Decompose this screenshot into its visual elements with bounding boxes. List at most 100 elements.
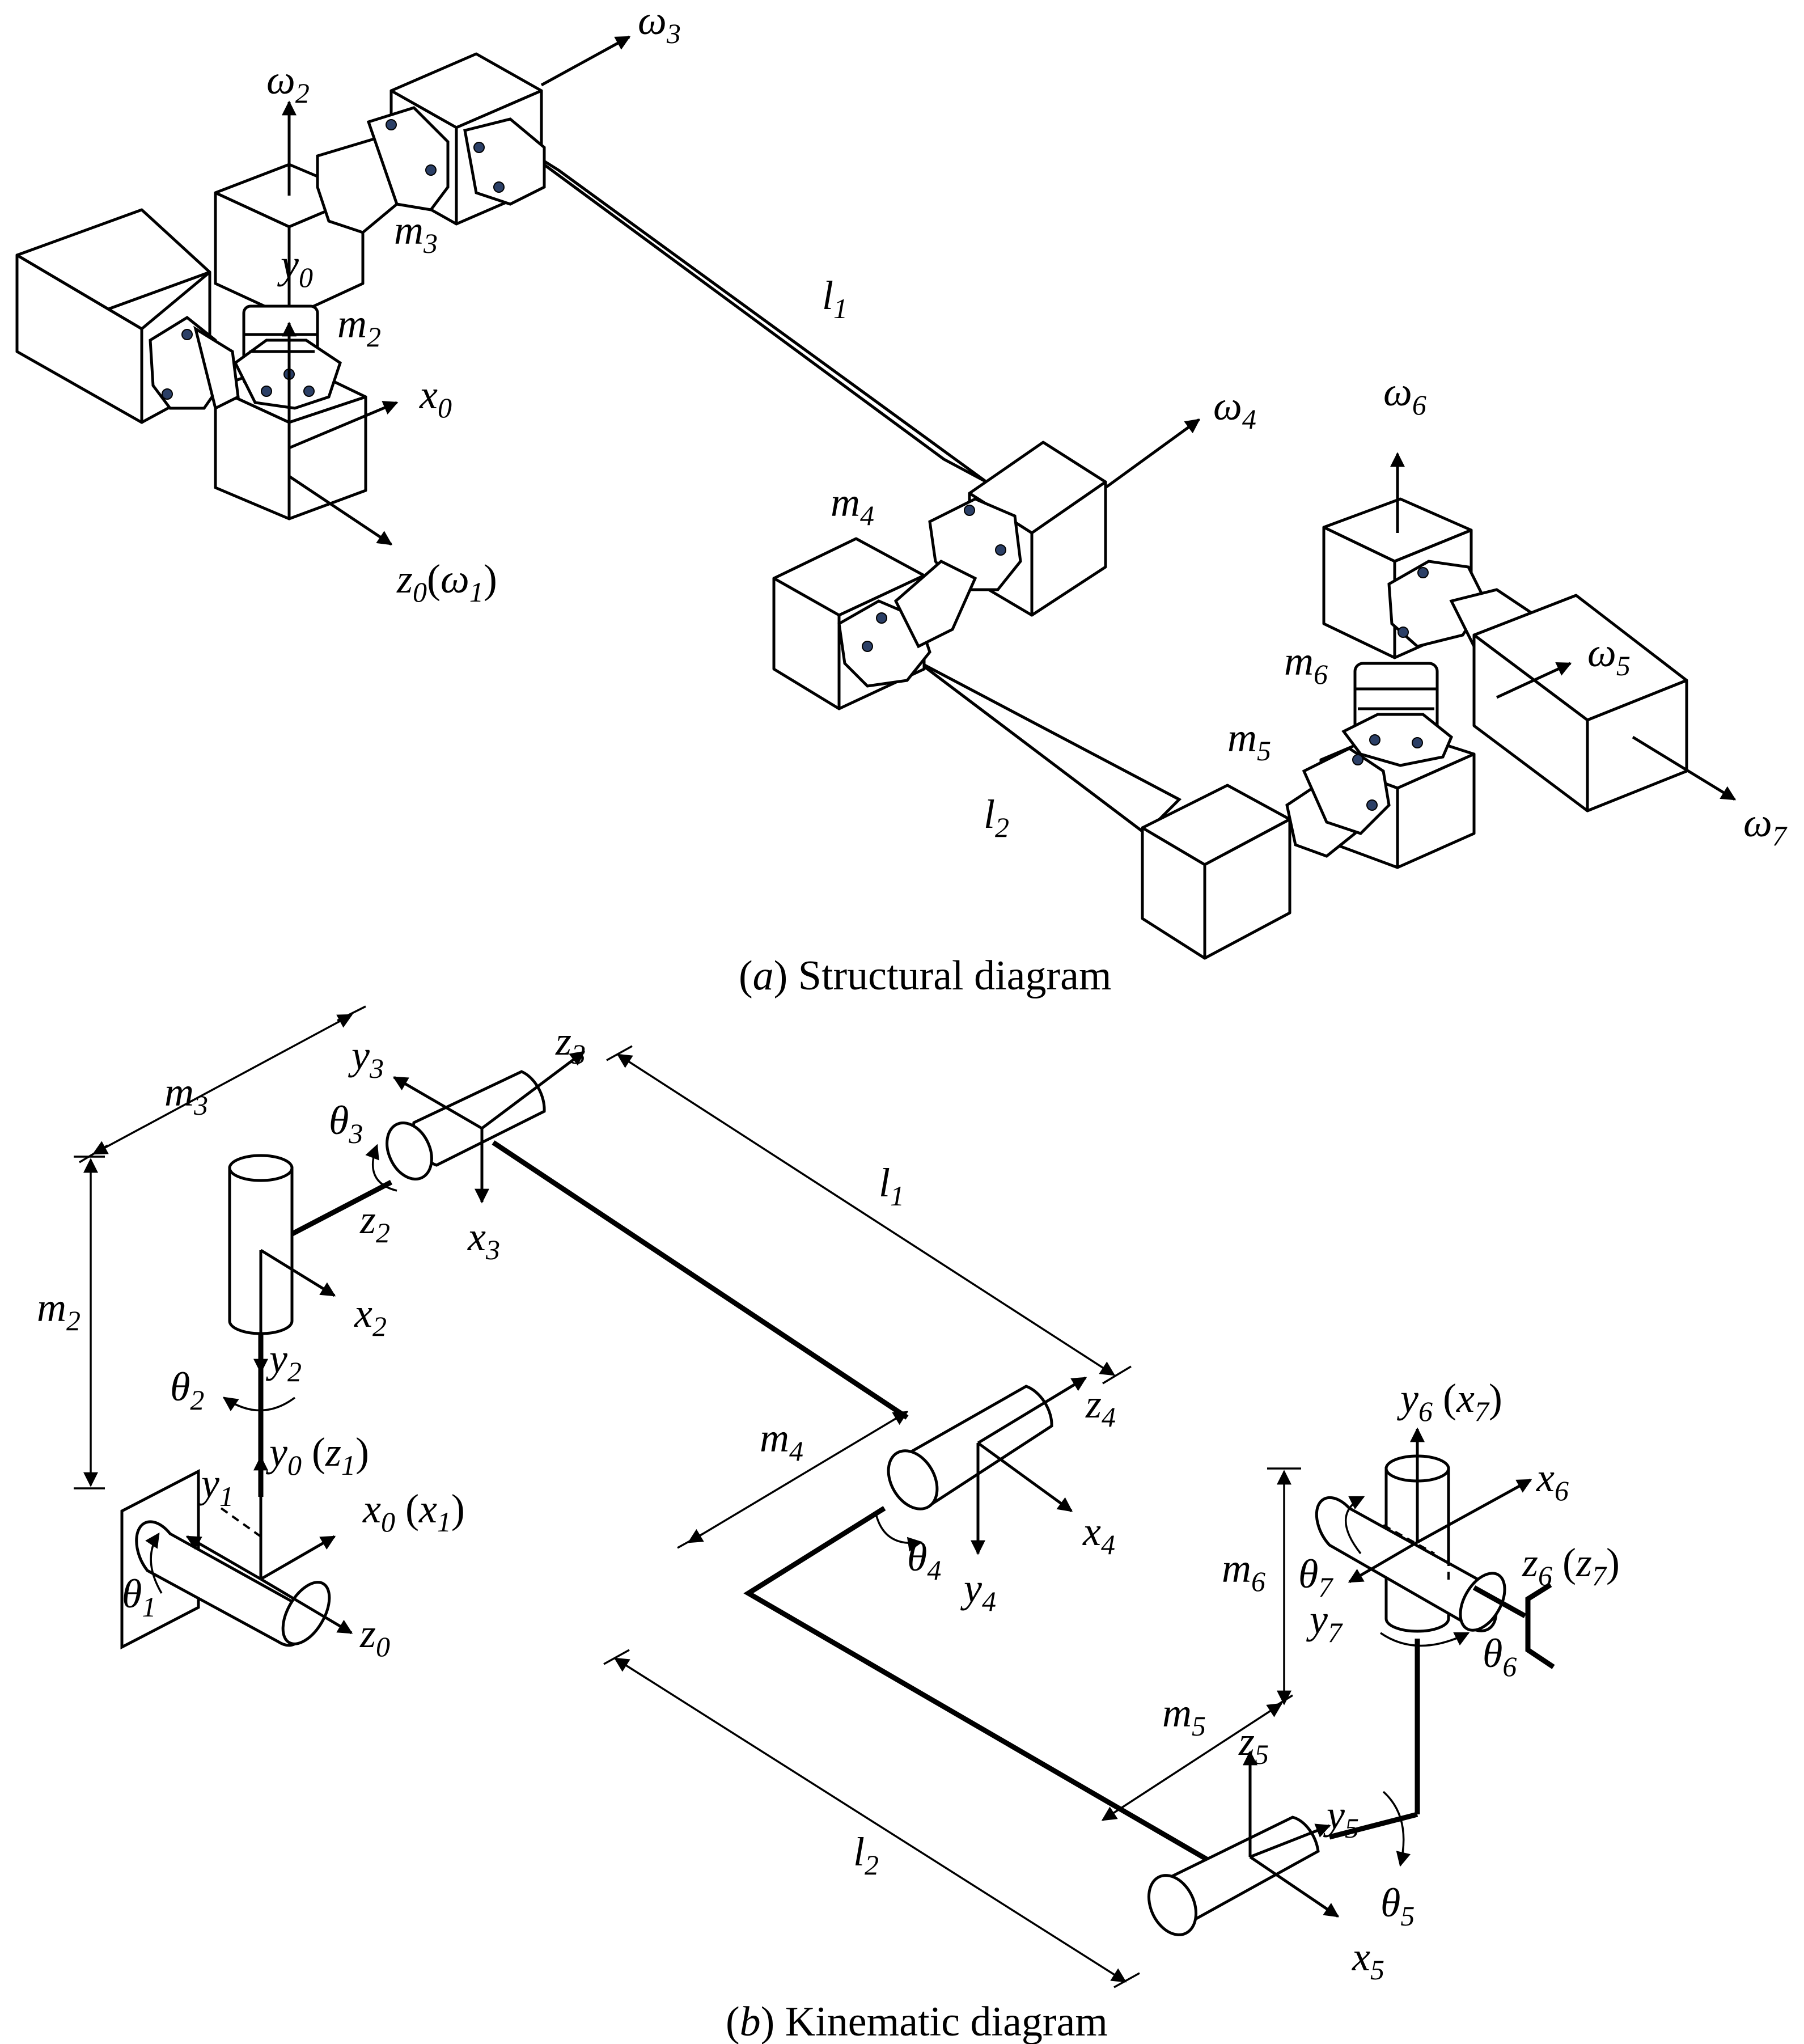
label-k-x0x1: x0 (x1)	[362, 1486, 465, 1538]
label-k-l2: l2	[853, 1829, 879, 1881]
label-k-l1: l1	[879, 1160, 904, 1212]
label-k-theta3: θ3	[329, 1098, 363, 1149]
label-m6: m6	[1284, 638, 1328, 690]
x0-axis-arrow-k	[260, 1535, 336, 1581]
label-k-z4: z4	[1085, 1381, 1116, 1433]
label-k-m3: m3	[164, 1069, 208, 1121]
label-k-z0: z0	[359, 1611, 390, 1662]
label-k-y4: y4	[960, 1565, 996, 1617]
label-k-y6x7: y6 (x7)	[1396, 1376, 1502, 1427]
label-k-y2: y2	[265, 1336, 302, 1387]
joint5-cylinder	[1147, 1750, 1411, 1936]
y7-axis-arrow	[1348, 1541, 1418, 1584]
joint-m5	[1285, 747, 1391, 858]
label-k-theta5: θ5	[1380, 1880, 1415, 1932]
omega5-axis-arrow	[1496, 662, 1572, 699]
link-l1-rod	[512, 140, 988, 484]
joint67-cylinders	[1315, 1427, 1555, 1669]
joint4-cylinder	[875, 1376, 1087, 1555]
label-k-y3: y3	[348, 1032, 384, 1084]
label-omega3: ω3	[638, 0, 681, 49]
link-l2-rod	[889, 639, 1182, 836]
x4-axis-arrow	[977, 1441, 1073, 1513]
z3-axis-arrow	[481, 1051, 586, 1129]
label-k-x5: x5	[1352, 1934, 1384, 1986]
label-k-x6: x6	[1536, 1455, 1569, 1506]
y3-axis-arrow	[392, 1076, 483, 1130]
dim-m3	[92, 1014, 353, 1155]
label-k-theta2: θ2	[170, 1364, 204, 1416]
label-m3: m3	[394, 208, 438, 259]
theta6-rotation-arrow	[1380, 1632, 1470, 1647]
label-k-theta1: θ1	[122, 1571, 156, 1623]
caption-b: (b) Kinematic diagram	[726, 1999, 1108, 2044]
link-y5	[1328, 1812, 1418, 1840]
end-effector-gripper	[1525, 1582, 1555, 1669]
joint-left	[149, 315, 240, 411]
label-k-m6: m6	[1222, 1546, 1265, 1597]
omega7-axis-arrow	[1632, 735, 1737, 801]
label-x0: x0	[419, 372, 452, 424]
theta2-rotation-arrow	[222, 1396, 296, 1412]
label-y0: y0	[277, 242, 313, 293]
structural-axes	[282, 35, 1737, 801]
label-l2: l2	[984, 792, 1009, 843]
label-k-y1: y1	[197, 1461, 234, 1512]
kinematic-diagram: m3 y3 z3 θ3 l1 z2 x3 m2 x2 y2 θ2 y0 (z1)…	[37, 1005, 1620, 2044]
y1-axis-arrow	[185, 1535, 262, 1581]
joint3-cylinder	[365, 1051, 586, 1204]
joint2-cylinder	[222, 1154, 336, 1412]
x5-axis-arrow	[1249, 1855, 1340, 1918]
joint1-cylinder	[135, 1455, 353, 1647]
label-k-theta6: θ6	[1483, 1631, 1517, 1682]
label-k-y5: y5	[1323, 1792, 1359, 1844]
label-omega2: ω2	[266, 57, 310, 109]
label-m4: m4	[831, 480, 874, 531]
theta1-rotation-arrow	[145, 1532, 163, 1594]
label-k-z6z7: z6 (z7)	[1522, 1540, 1620, 1592]
label-k-m5: m5	[1162, 1690, 1206, 1742]
y5-axis-arrow	[1250, 1823, 1331, 1859]
dim-l2	[613, 1657, 1127, 1983]
theta5-rotation-arrow	[1382, 1791, 1411, 1867]
joint-m6	[1341, 662, 1454, 767]
joint-m3	[316, 106, 546, 234]
label-k-m2: m2	[37, 1285, 81, 1336]
caption-a: (a) Structural diagram	[739, 953, 1112, 999]
x6-axis-arrow	[1416, 1478, 1532, 1544]
label-l1: l1	[822, 273, 848, 324]
label-k-z3: z3	[555, 1018, 586, 1070]
label-z0-omega1: z0(ω1)	[396, 556, 497, 608]
label-omega7: ω7	[1743, 800, 1788, 852]
label-m2: m2	[337, 301, 381, 353]
z4-axis-arrow	[977, 1376, 1087, 1445]
structural-diagram: ω2 ω3 y0 m3 m2 l1 x0 z0(ω1) ω4 m4 ω6 m6 …	[15, 0, 1788, 999]
z0-axis-arrow-k	[260, 1577, 353, 1635]
label-omega5: ω5	[1587, 630, 1631, 682]
label-k-x2: x2	[354, 1290, 387, 1342]
x0-axis-arrow	[289, 401, 399, 450]
z0-axis-arrow	[288, 475, 393, 546]
joint-omega6	[1387, 560, 1532, 659]
theta3-rotation-arrow	[365, 1144, 397, 1192]
label-k-z2: z2	[359, 1197, 390, 1249]
label-k-x3: x3	[467, 1214, 500, 1266]
omega4-axis-arrow	[1104, 418, 1201, 489]
label-k-theta7: θ7	[1298, 1551, 1333, 1603]
label-m5: m5	[1227, 715, 1271, 767]
dim-l1	[616, 1053, 1116, 1376]
dim-m4	[687, 1411, 909, 1543]
x2-axis-arrow	[260, 1249, 336, 1297]
joint-m4	[837, 497, 1022, 688]
dim-m5	[1101, 1703, 1283, 1821]
label-k-y7: y7	[1306, 1597, 1343, 1648]
omega3-axis-arrow	[540, 35, 631, 87]
block-omega5	[1472, 594, 1688, 812]
dimension-lines	[74, 1005, 1301, 1988]
label-k-z5: z5	[1238, 1719, 1269, 1770]
label-omega6: ω6	[1383, 369, 1426, 421]
label-omega4: ω4	[1213, 383, 1256, 435]
label-k-theta4: θ4	[907, 1534, 941, 1586]
label-k-m4: m4	[760, 1415, 803, 1467]
